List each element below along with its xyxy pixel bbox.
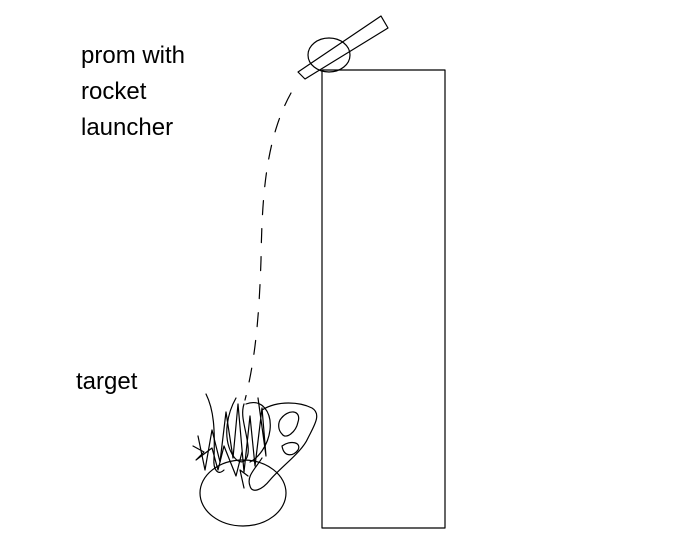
explosion-scribble-icon bbox=[192, 393, 318, 491]
prom-label-line-3: launcher bbox=[81, 114, 174, 141]
prom-label-line-2: rocket bbox=[81, 78, 147, 105]
tower-building bbox=[321, 69, 446, 529]
prom-figure-head-icon bbox=[307, 37, 351, 73]
prom-label: prom with rocket launcher bbox=[81, 38, 185, 146]
rocket-launcher-icon bbox=[297, 15, 389, 80]
target-label: target bbox=[76, 368, 138, 395]
rocket-trajectory bbox=[244, 92, 292, 401]
target-ellipse bbox=[199, 459, 287, 527]
prom-label-line-1: prom with bbox=[81, 42, 186, 69]
